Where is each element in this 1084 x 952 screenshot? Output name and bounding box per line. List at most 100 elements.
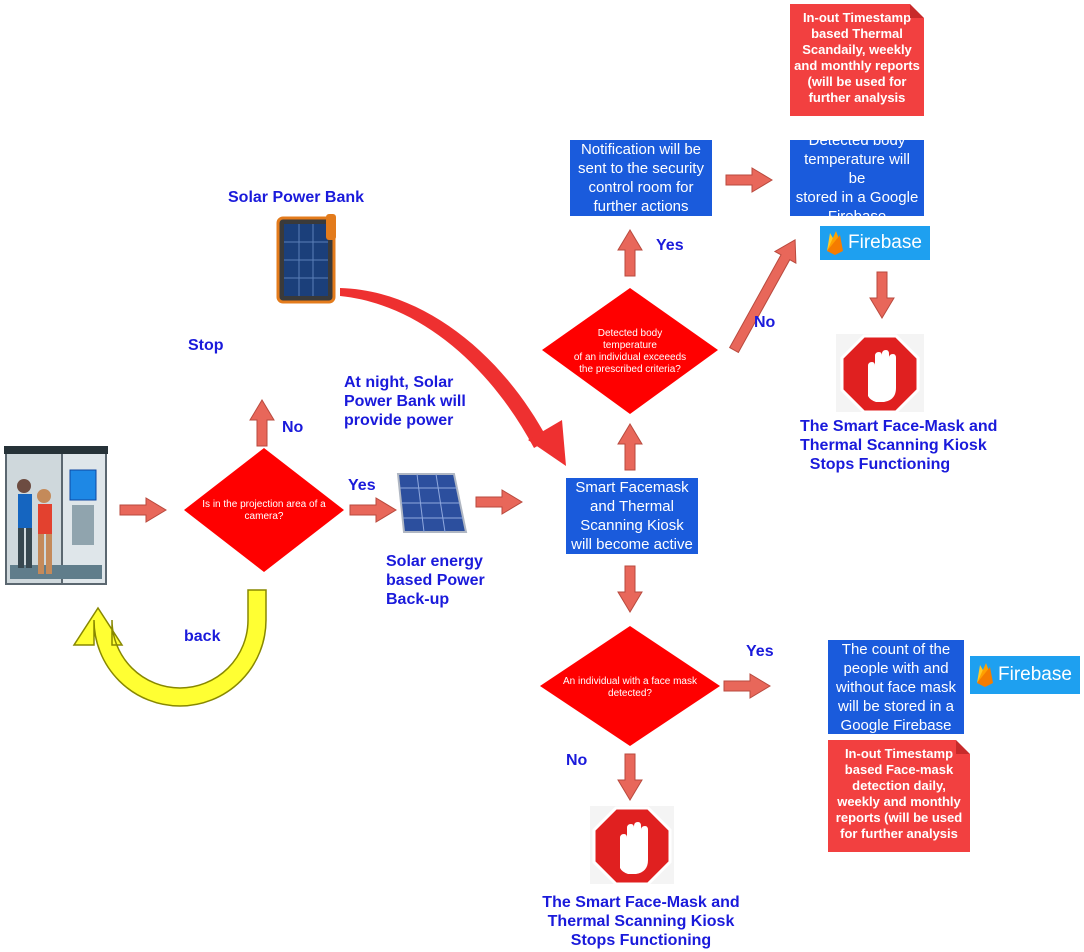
yes-label-camera: Yes <box>348 477 376 494</box>
no-label-camera: No <box>282 419 304 436</box>
thermal-report-note: In-out Timestamp based Thermal Scandaily… <box>790 4 924 116</box>
mask-report-line: In-out Timestamp <box>844 746 954 761</box>
mask-report-line: detection daily, <box>852 778 946 793</box>
store-temperature-line: stored in a Google <box>795 188 919 206</box>
mask-decision-line: An individual with a face mask <box>563 676 697 687</box>
solar-energy-line: based Power <box>386 572 485 589</box>
arrow-mask-to-count <box>723 673 771 699</box>
arrow-notify-to-store <box>725 167 773 193</box>
solar-energy-label: Solar energy based Power Back-up <box>386 552 485 609</box>
stop-label: Stop <box>188 337 224 354</box>
mask-decision <box>540 626 720 746</box>
arrow-kiosk-to-mask <box>617 565 643 613</box>
mask-count-line: people with and <box>843 659 949 677</box>
firebase-logo: Firebase <box>970 656 1080 694</box>
night-power-label: At night, Solar Power Bank will provide … <box>344 373 466 430</box>
mask-report-line: weekly and monthly <box>837 794 961 809</box>
stop-hand-icon <box>836 334 924 414</box>
temperature-decision-line: Detected body <box>597 328 663 339</box>
no-label-temperature: No <box>754 314 776 331</box>
notification-line: sent to the security <box>578 160 704 177</box>
firebase-flame-icon <box>827 231 843 255</box>
thermal-report-line: (will be used for <box>807 74 907 89</box>
store-temperature-line: temperature will be <box>804 150 910 187</box>
stop-right-label: The Smart Face-Mask and Thermal Scanning… <box>800 417 997 474</box>
mask-count-line: The count of the <box>841 640 951 658</box>
mask-decision-line: detected? <box>608 688 652 699</box>
solar-panel-icon <box>396 473 468 533</box>
stop-bottom-line: Thermal Scanning Kiosk <box>547 913 735 930</box>
notification-line: further actions <box>593 198 689 215</box>
thermal-report-line: Scandaily, weekly <box>802 42 912 57</box>
night-power-line: provide power <box>344 412 454 429</box>
thermal-report-line: based Thermal <box>811 26 903 41</box>
mask-count-line: Google Firebase <box>840 716 952 734</box>
mask-report-line: reports (will be used <box>835 810 963 825</box>
temperature-decision-line: the prescribed criteria? <box>579 364 681 375</box>
store-temperature-line: Detected body <box>808 131 906 149</box>
night-power-line: At night, Solar <box>344 374 454 391</box>
kiosk-active-line: Smart Facemask <box>575 479 689 496</box>
notification-line: Notification will be <box>580 141 702 158</box>
firebase-logo: Firebase <box>820 226 930 260</box>
arrow-kiosk-to-temp <box>617 423 643 471</box>
camera-decision-text: Is in the projection area of a camera? <box>184 499 344 523</box>
arrow-kiosk-to-camera <box>119 497 167 523</box>
arrow-mask-to-stop <box>617 753 643 801</box>
thermal-report-line: and monthly reports <box>794 58 920 73</box>
mask-report-line: for further analysis <box>840 826 958 841</box>
temperature-decision-line: temperature <box>603 340 657 351</box>
mask-report-line: based Face-mask <box>844 762 954 777</box>
mask-count-line: will be stored in a <box>838 697 954 715</box>
back-arrow <box>72 589 267 707</box>
arrow-temp-to-notify <box>617 229 643 277</box>
notification-line: control room for <box>588 179 694 196</box>
stop-hand-icon <box>590 806 674 886</box>
stop-right-line: Stops Functioning <box>809 456 951 473</box>
night-power-line: Power Bank will <box>344 393 466 410</box>
kiosk-illustration <box>2 446 112 588</box>
arrow-camera-to-stop <box>249 399 275 447</box>
temperature-decision <box>542 288 718 414</box>
mask-decision-text: An individual with a face mask detected? <box>546 676 714 700</box>
thermal-report-line: further analysis <box>808 90 906 105</box>
arrow-solar-to-kiosk <box>475 489 523 515</box>
stop-right-line: The Smart Face-Mask and <box>800 418 998 435</box>
store-temperature-box: Detected body temperature will be stored… <box>790 132 924 225</box>
notification-box: Notification will be sent to the securit… <box>570 140 712 216</box>
firebase-flame-icon <box>977 663 993 687</box>
mask-count-box: The count of the people with and without… <box>828 640 964 734</box>
solar-energy-line: Solar energy <box>386 553 483 570</box>
power-bank-arrow <box>340 288 566 466</box>
no-label-mask: No <box>566 752 588 769</box>
mask-report-note: In-out Timestamp based Face-mask detecti… <box>828 740 970 852</box>
firebase-logo-text: Firebase <box>998 664 1072 685</box>
mask-count-line: without face mask <box>835 678 957 696</box>
kiosk-active-box: Smart Facemask and Thermal Scanning Kios… <box>566 478 698 554</box>
yes-label-mask: Yes <box>746 643 774 660</box>
camera-decision <box>184 448 344 572</box>
stop-right-line: Thermal Scanning Kiosk <box>800 437 987 454</box>
yes-label-temperature: Yes <box>656 237 684 254</box>
back-label: back <box>184 628 221 645</box>
kiosk-active-line: and Thermal <box>590 498 674 515</box>
kiosk-active-line: will become active <box>571 536 693 553</box>
camera-decision-line: camera? <box>244 511 284 522</box>
stop-bottom-label: The Smart Face-Mask and Thermal Scanning… <box>536 893 746 950</box>
arrow-firebase-to-stop <box>869 271 895 319</box>
solar-energy-line: Back-up <box>386 591 450 608</box>
thermal-report-line: In-out Timestamp <box>802 10 912 25</box>
stop-bottom-line: Stops Functioning <box>570 932 712 949</box>
stop-bottom-line: The Smart Face-Mask and <box>542 894 740 911</box>
arrow-camera-to-solar <box>349 497 397 523</box>
solar-power-bank-label: Solar Power Bank <box>228 189 365 206</box>
temperature-decision-line: of an individual exceeeds <box>573 352 687 363</box>
camera-decision-line: Is in the projection area of a <box>202 499 326 510</box>
firebase-logo-text: Firebase <box>848 232 922 253</box>
kiosk-active-line: Scanning Kiosk <box>580 517 684 534</box>
arrow-temp-to-store <box>728 238 797 354</box>
temperature-decision-text: Detected body temperature of an individu… <box>558 328 702 376</box>
solar-power-bank-icon <box>276 214 336 304</box>
store-temperature-line: Firebase <box>827 207 887 225</box>
